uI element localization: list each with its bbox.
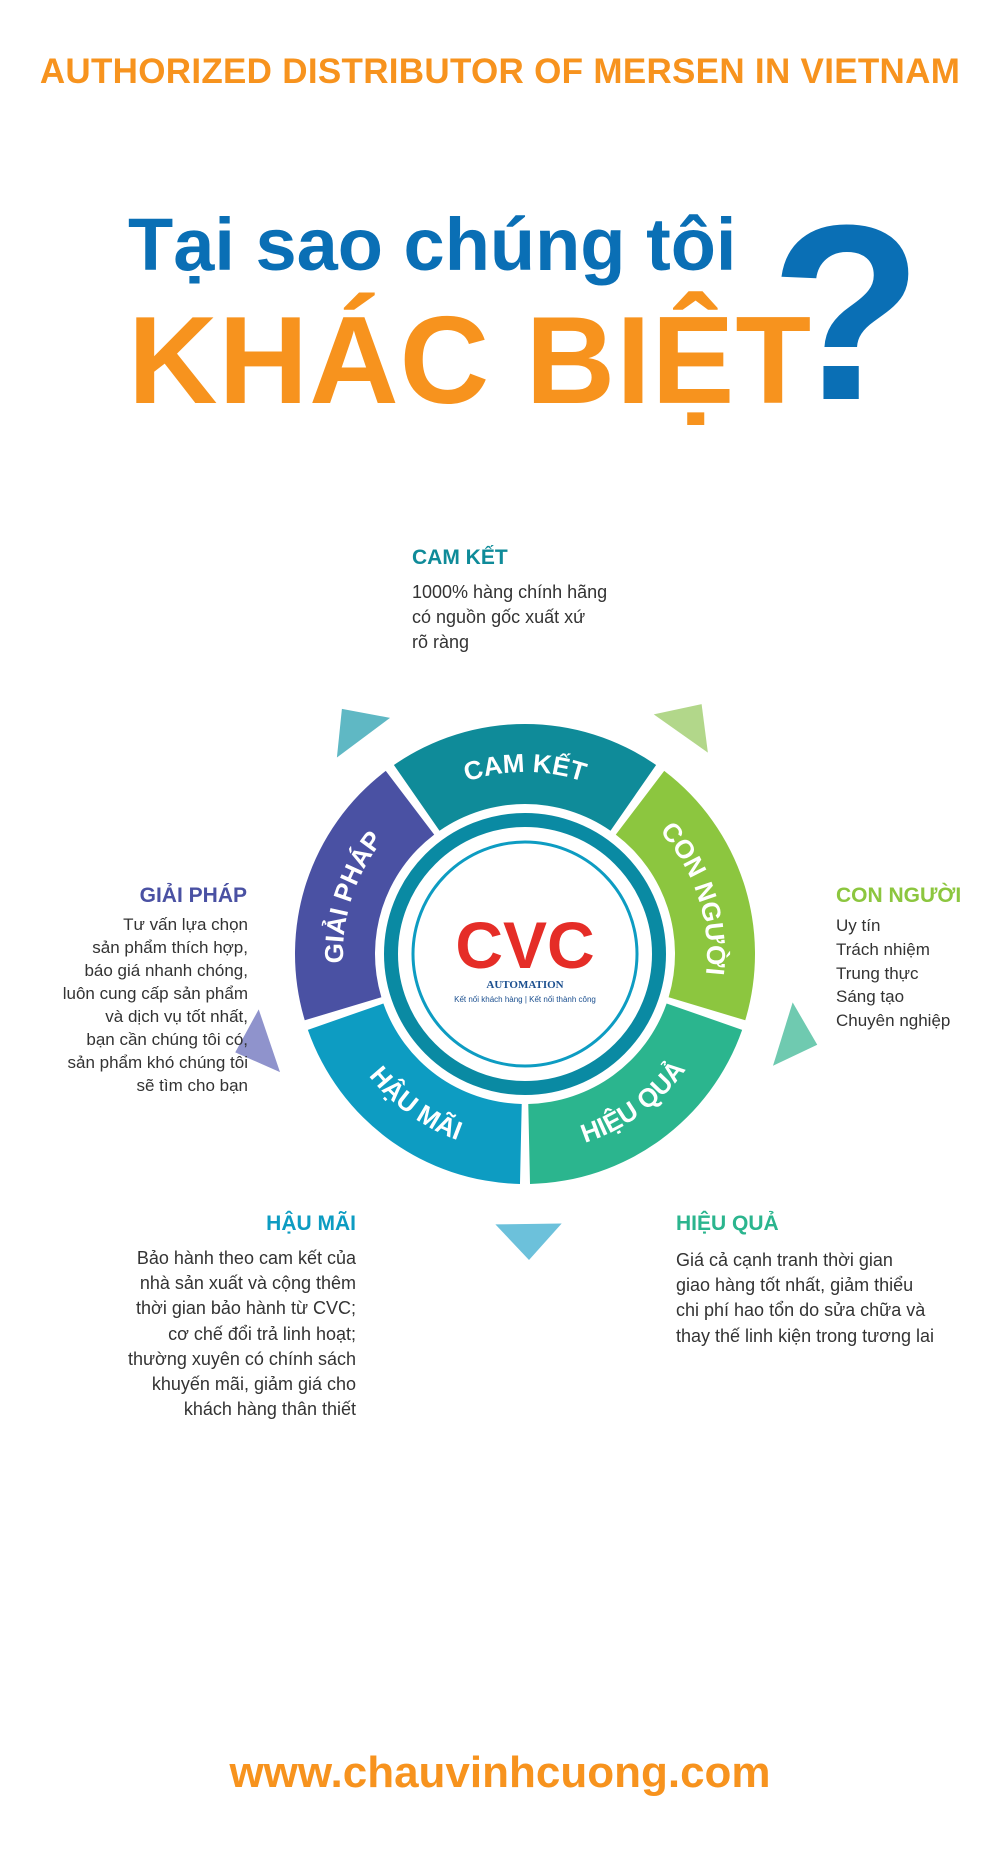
con-nguoi-description: Uy tín Trách nhiệm Trung thực Sáng tạo C… xyxy=(836,916,951,1031)
cycle-pointers xyxy=(235,704,818,1260)
cycle-pointer xyxy=(336,708,391,758)
center-logo: CVC AUTOMATION Kết nối khách hàng | Kết … xyxy=(384,813,666,1095)
center-disc xyxy=(411,840,639,1068)
cycle-pointer xyxy=(235,1009,281,1073)
cycle-segment xyxy=(307,1003,522,1184)
cycle-pointer xyxy=(653,704,708,753)
cam-ket-title: CAM KẾT xyxy=(412,546,508,569)
logo-tagline: Kết nối khách hàng | Kết nối thành công xyxy=(454,995,596,1004)
cam-ket-description: 1000% hàng chính hãng có nguồn gốc xuất … xyxy=(412,582,608,653)
footer-url-link[interactable]: www.chauvinhcuong.com xyxy=(229,1748,771,1797)
hieu-qua-title: HIỆU QUẢ xyxy=(676,1212,779,1235)
hau-mai-description: Bảo hành theo cam kết của nhà sản xuất v… xyxy=(128,1248,356,1420)
cycle-segment xyxy=(393,723,657,831)
hieu-qua-description: Giá cả cạnh tranh thời gian giao hàng tố… xyxy=(676,1250,935,1346)
cycle-segments xyxy=(294,723,755,1184)
giai-phap-description: Tư vấn lựa chọn sản phẩm thích hợp, báo … xyxy=(62,915,248,1095)
cycle-pointer xyxy=(495,1223,562,1260)
hau-mai-title: HẬU MÃI xyxy=(266,1212,356,1235)
logo-subtitle: AUTOMATION xyxy=(486,979,563,991)
question-mark-icon: ? xyxy=(770,173,923,452)
giai-phap-title: GIẢI PHÁP xyxy=(139,884,247,907)
cycle-segment xyxy=(294,770,435,1021)
top-banner: AUTHORIZED DISTRIBUTOR OF MERSEN IN VIET… xyxy=(39,52,961,91)
con-nguoi-title: CON NGƯỜI xyxy=(836,884,962,907)
cycle-segment xyxy=(615,770,755,1021)
headline-line-1: Tại sao chúng tôi xyxy=(128,203,737,286)
cycle-pointer xyxy=(772,1002,818,1066)
logo-wordmark: CVC xyxy=(455,908,594,982)
headline-line-2: KHÁC BIỆT xyxy=(128,292,813,430)
cycle-segment xyxy=(528,1003,743,1184)
